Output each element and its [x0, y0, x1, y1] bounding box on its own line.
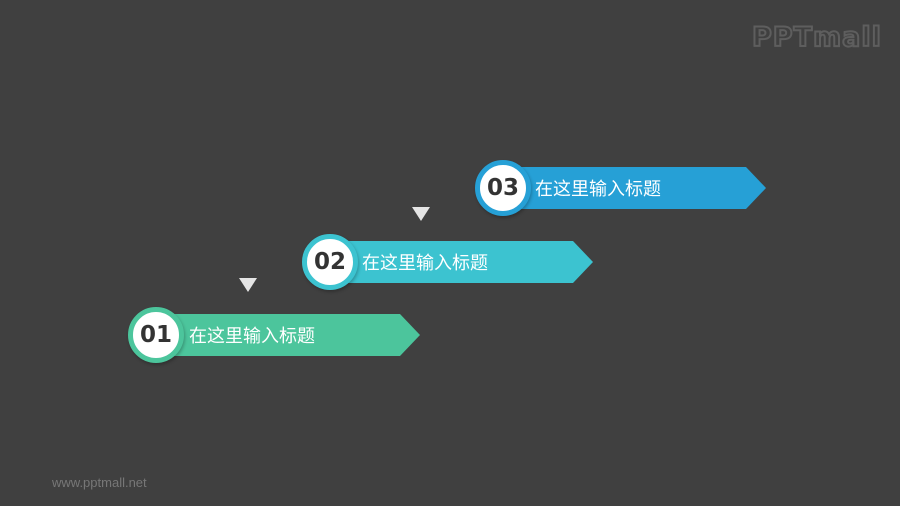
step-number: 02	[313, 249, 346, 275]
step-01: 在这里输入标题 01	[128, 305, 420, 365]
step-02: 在这里输入标题 02	[302, 232, 593, 292]
triangle-down-icon	[239, 278, 257, 292]
step-03: 在这里输入标题 03	[475, 158, 766, 218]
step-title: 在这里输入标题	[535, 179, 661, 200]
step-banner: 在这里输入标题	[328, 241, 593, 283]
step-number: 01	[139, 322, 172, 348]
triangle-down-icon	[412, 207, 430, 221]
step-number-badge: 01	[128, 307, 184, 363]
pptmall-logo: PPTmall	[751, 21, 882, 54]
step-banner: 在这里输入标题	[501, 167, 766, 209]
step-number: 03	[486, 175, 519, 201]
step-number-badge: 02	[302, 234, 358, 290]
footer-url: www.pptmall.net	[52, 475, 147, 490]
step-title: 在这里输入标题	[362, 253, 488, 274]
step-banner: 在这里输入标题	[154, 314, 420, 356]
step-number-badge: 03	[475, 160, 531, 216]
step-title: 在这里输入标题	[189, 326, 315, 347]
